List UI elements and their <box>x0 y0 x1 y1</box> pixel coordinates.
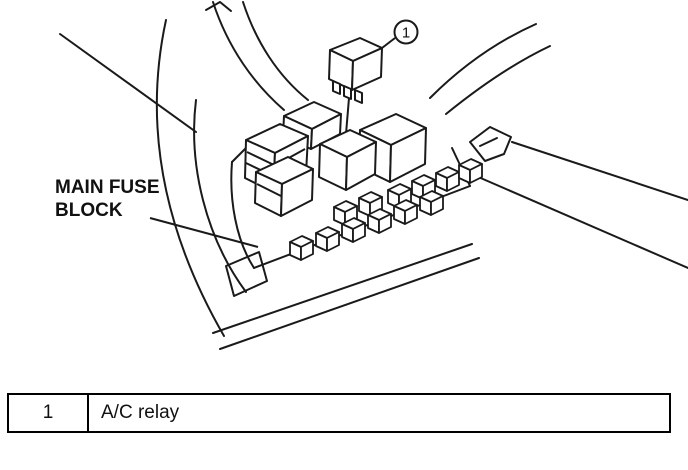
fuse-block-illustration: 1 MAIN FUSE BLOCK <box>55 1 688 350</box>
relay-prong <box>343 85 352 100</box>
label-leader-line <box>149 217 259 248</box>
fuse-cube <box>419 190 444 216</box>
engine-bay-line-drawing: 1 MAIN FUSE BLOCK <box>55 1 688 350</box>
relay-box-ribbed <box>254 156 314 217</box>
fuse-cube <box>458 158 483 184</box>
main-fuse-block-label: MAIN FUSE BLOCK <box>55 177 259 248</box>
legend-description: A/C relay <box>101 402 180 423</box>
fuse-cube <box>315 226 340 252</box>
fuse-cube <box>289 235 314 261</box>
legend-row: 1 A/C relay <box>9 395 669 431</box>
relay-box <box>318 129 377 191</box>
ac-relay-removed <box>328 37 383 104</box>
fuse-cube <box>341 217 366 243</box>
fuse-cube <box>435 166 460 192</box>
label-line-2: BLOCK <box>55 200 123 221</box>
relay-prong <box>332 80 341 95</box>
fuse-cube <box>393 199 418 225</box>
callout-number: 1 <box>402 25 410 42</box>
fuse-cubes <box>289 158 483 261</box>
callout-1: 1 <box>381 19 419 49</box>
legend-table: 1 A/C relay <box>7 393 671 433</box>
legend-ref-number: 1 <box>9 395 89 431</box>
relay-prong <box>354 89 363 104</box>
label-line-1: MAIN FUSE <box>55 177 160 198</box>
fuse-block-relays <box>244 101 427 217</box>
fuse-cube <box>367 208 392 234</box>
callout-circle <box>393 19 419 45</box>
fuse-cube <box>358 191 383 217</box>
